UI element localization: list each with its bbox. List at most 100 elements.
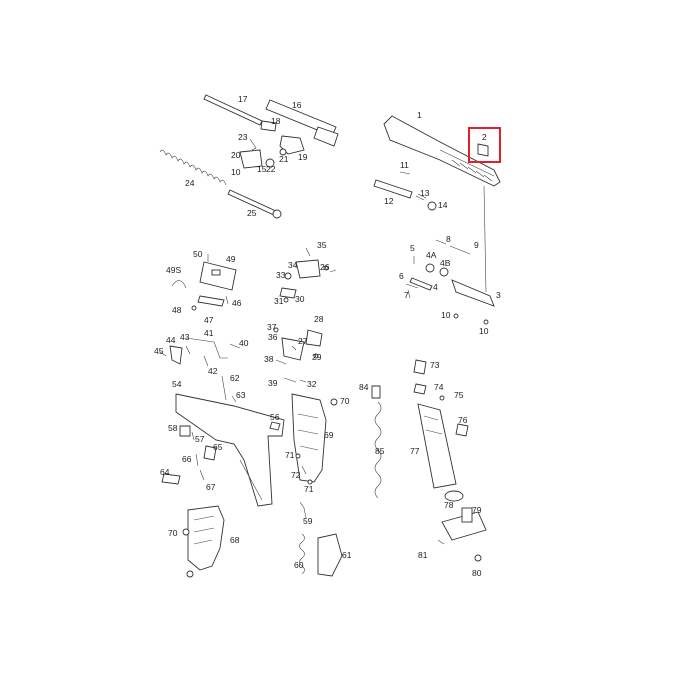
part-35-pin[interactable] xyxy=(305,247,311,257)
part-61-housing[interactable] xyxy=(317,533,343,577)
label-54: 54 xyxy=(172,379,182,389)
label-39: 39 xyxy=(268,378,278,388)
label-68: 68 xyxy=(230,535,240,545)
part-41-bar[interactable] xyxy=(185,337,228,359)
part-44-trigger[interactable] xyxy=(169,345,183,365)
part-4B-ring[interactable] xyxy=(439,267,449,277)
part-75-screw[interactable] xyxy=(439,395,445,401)
part-45-pin[interactable] xyxy=(159,351,167,357)
part-6-pin[interactable] xyxy=(405,283,419,289)
part-10a-screw[interactable] xyxy=(453,313,459,319)
label-18: 18 xyxy=(271,116,281,126)
label-70b: 70 xyxy=(340,396,350,406)
part-39-pin[interactable] xyxy=(283,377,297,383)
part-70a-screw[interactable] xyxy=(182,528,190,536)
part-4A-washer[interactable] xyxy=(425,263,435,273)
part-65-lever[interactable] xyxy=(203,445,217,461)
label-47: 47 xyxy=(204,315,214,325)
part-7b-pin[interactable] xyxy=(329,269,337,273)
part-24-recoil-spring[interactable] xyxy=(159,149,227,186)
label-16: 16 xyxy=(292,100,302,110)
part-46-pin[interactable] xyxy=(225,295,229,305)
part-32-pin[interactable] xyxy=(299,379,307,383)
part-59-spring[interactable] xyxy=(299,501,307,519)
part-40-spring[interactable] xyxy=(229,343,241,349)
part-18-bushing[interactable] xyxy=(260,120,277,132)
part-49S-spring[interactable] xyxy=(171,280,187,289)
part-38-spring[interactable] xyxy=(275,359,287,365)
part-49-housing[interactable] xyxy=(199,261,237,291)
part-43-clip[interactable] xyxy=(185,345,191,355)
part-28-hammer-strut[interactable] xyxy=(305,329,323,347)
part-11-pin[interactable] xyxy=(399,171,411,175)
part-76-plug[interactable] xyxy=(455,423,469,437)
part-54-frame[interactable] xyxy=(175,393,285,507)
part-84-follower-pin[interactable] xyxy=(371,385,381,399)
part-27-disconnector[interactable] xyxy=(291,345,297,351)
part-69-right-grip[interactable] xyxy=(291,393,327,483)
label-35: 35 xyxy=(317,240,327,250)
part-9-spring[interactable] xyxy=(449,245,471,255)
label-10c: 10 xyxy=(231,167,241,177)
label-23: 23 xyxy=(238,132,248,142)
part-60-spring[interactable] xyxy=(299,533,305,575)
part-4-block[interactable] xyxy=(409,277,433,291)
part-62-lever[interactable] xyxy=(221,375,227,401)
part-7-plunger[interactable] xyxy=(407,289,411,299)
part-33-sear[interactable] xyxy=(284,272,292,280)
part-64-bushing[interactable] xyxy=(161,473,181,485)
part-72-pin[interactable] xyxy=(301,465,307,475)
part-73-catch[interactable] xyxy=(413,359,427,375)
part-12-firing-pin[interactable] xyxy=(373,179,413,199)
part-22-nut[interactable] xyxy=(265,158,275,168)
part-42-pin[interactable] xyxy=(203,355,209,367)
part-58-catch[interactable] xyxy=(179,425,191,437)
part-37-pin[interactable] xyxy=(273,327,279,333)
part-29-pin[interactable] xyxy=(313,353,319,359)
part-63-spring[interactable] xyxy=(231,395,237,403)
part-71b-screw[interactable] xyxy=(307,479,313,485)
part-16-barrel[interactable] xyxy=(265,99,339,147)
label-10b: 10 xyxy=(479,326,489,336)
part-14-plug[interactable] xyxy=(427,201,437,211)
part-21-pin[interactable] xyxy=(279,148,287,156)
part-20-block[interactable] xyxy=(239,149,263,169)
part-23-clip[interactable] xyxy=(249,138,257,151)
part-70c-screw[interactable] xyxy=(186,570,194,578)
part-77-magazine[interactable] xyxy=(417,403,457,489)
label-8: 8 xyxy=(446,234,451,244)
part-80-screw[interactable] xyxy=(474,554,482,562)
part-13-spring[interactable] xyxy=(415,193,427,201)
part-70b-screw[interactable] xyxy=(330,398,338,406)
part-36-lever[interactable] xyxy=(281,337,305,361)
part-17-guide-rod[interactable] xyxy=(203,94,263,126)
part-71a-screw[interactable] xyxy=(295,453,301,459)
part-34-hammer[interactable] xyxy=(295,259,321,279)
part-19-lever[interactable] xyxy=(279,135,305,155)
part-25-rod[interactable] xyxy=(227,189,282,219)
part-85-mainspring[interactable] xyxy=(374,401,382,499)
part-66-pin[interactable] xyxy=(195,453,199,467)
part-47-lever[interactable] xyxy=(197,295,225,307)
label-75: 75 xyxy=(454,390,464,400)
part-48-screw[interactable] xyxy=(191,305,197,311)
part-10b-screw[interactable] xyxy=(483,319,489,325)
part-3-extractor[interactable] xyxy=(451,185,495,307)
part-31-pin[interactable] xyxy=(283,297,289,303)
part-68-left-grip[interactable] xyxy=(187,505,225,571)
part-8-pin[interactable] xyxy=(435,239,447,245)
part-1-slide[interactable] xyxy=(383,115,501,187)
part-74-button[interactable] xyxy=(413,383,427,395)
label-48: 48 xyxy=(172,305,182,315)
part-2-sight[interactable] xyxy=(477,143,489,157)
label-37: 37 xyxy=(267,322,277,332)
part-30-block[interactable] xyxy=(279,287,297,299)
part-79-floorplate[interactable] xyxy=(441,507,487,541)
part-26-spring[interactable] xyxy=(323,265,329,271)
label-34: 34 xyxy=(288,260,298,270)
part-67-spring[interactable] xyxy=(199,469,205,481)
part-56-pin[interactable] xyxy=(269,421,281,431)
part-78-ring[interactable] xyxy=(444,490,464,502)
part-81-pin[interactable] xyxy=(437,539,445,545)
part-57-spring[interactable] xyxy=(191,431,195,441)
